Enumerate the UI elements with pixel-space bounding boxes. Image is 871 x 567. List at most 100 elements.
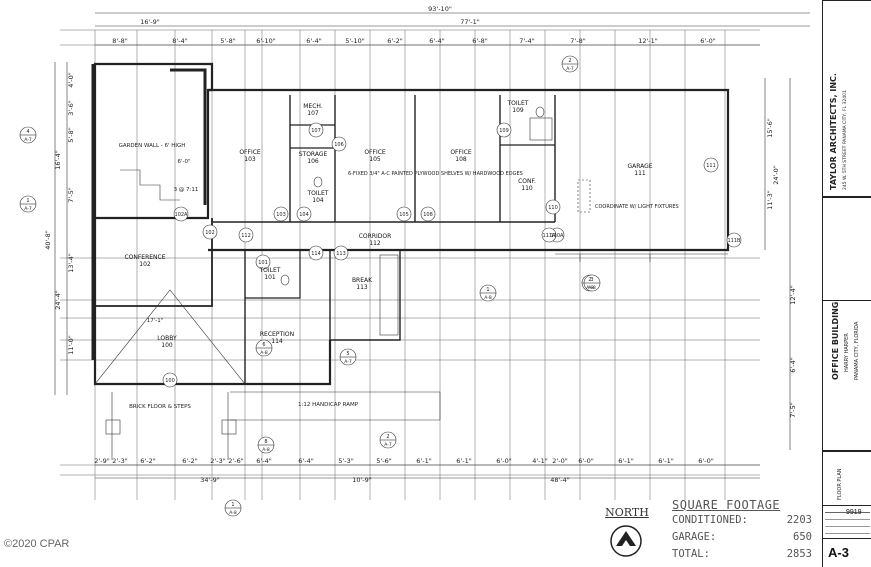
door-tag-number: 102A — [175, 212, 189, 218]
room-name-label: GARAGE — [627, 163, 652, 170]
stair-steps — [120, 169, 180, 201]
toilet-fixture-icon — [280, 274, 290, 286]
section-mark-sheet: A-8 — [229, 510, 237, 516]
dim-right-run: 77'-1" — [460, 18, 480, 26]
section-mark-number: 3 — [590, 277, 593, 283]
square-footage-heading: SQUARE FOOTAGE — [672, 498, 781, 512]
dim-bottom-label: 2'-3" — [112, 457, 127, 465]
door-tag-number: 100 — [165, 378, 175, 384]
dim-left-label: 7'-5" — [67, 187, 75, 202]
door-tag-bubble — [541, 227, 557, 243]
job-number: 9919 — [846, 509, 862, 516]
room-number-label: 103 — [244, 156, 256, 163]
dim-left-label: 11'-0" — [67, 335, 75, 355]
project-title: OFFICE BUILDING — [831, 301, 840, 380]
dim-bottom-label: 6'-1" — [456, 457, 471, 465]
sqft-value: 2853 — [786, 548, 812, 560]
door-tag-bubble — [273, 206, 289, 222]
sqft-label: CONDITIONED: — [672, 514, 748, 526]
door-tag-number: 113 — [336, 251, 346, 257]
porch-column-left — [105, 419, 121, 435]
dim-right-label: 6'-4" — [789, 357, 797, 372]
dim-left-label: 5'-8" — [67, 127, 75, 142]
door-tag-bubble — [726, 232, 742, 248]
dim-top-label: 5'-8" — [220, 37, 235, 45]
door-tag-bubble — [308, 122, 324, 138]
porch-posts — [111, 392, 229, 460]
door-tag-number: 104 — [299, 212, 309, 218]
dim-bottom-label: 2'-0" — [552, 457, 567, 465]
dim-top-label: 5'-10" — [345, 37, 365, 45]
sqft-label: TOTAL: — [672, 548, 710, 560]
door-tag-bubble — [238, 227, 254, 243]
door-tag-number: 114 — [311, 251, 321, 257]
door-tag-number: 110 — [548, 205, 558, 211]
door-tag-bubble — [255, 254, 271, 270]
door-tag-number: 103 — [276, 212, 286, 218]
toilet-fixture-icon — [535, 106, 545, 118]
dim-left-label: 4'-0" — [67, 72, 75, 87]
door-tag-number: 107 — [311, 128, 321, 134]
dim-top-label: 7'-8" — [570, 37, 585, 45]
door-tag-bubble — [545, 199, 561, 215]
section-mark-number: 8 — [264, 439, 267, 445]
door-tag-number: 112 — [241, 233, 251, 239]
section-mark-sheet: A-8 — [586, 285, 594, 291]
room-number-label: 104 — [312, 197, 324, 204]
door-tag-bubble — [703, 157, 719, 173]
dim-right-label: 7'-5" — [789, 402, 797, 417]
dim-top-label: 8'-8" — [112, 37, 127, 45]
section-mark-number: 5 — [346, 351, 349, 357]
door-tag-number: 109 — [499, 128, 509, 134]
door-tag-number: 108 — [423, 212, 433, 218]
fixtures-and-symbols — [19, 55, 742, 517]
dim-bottom-right: 48'-4" — [550, 476, 570, 484]
sqft-row-total: TOTAL: 2853 — [672, 548, 812, 565]
copyright-notice: ©2020 CPAR — [4, 538, 70, 550]
walls — [91, 62, 730, 386]
grid-lines — [60, 29, 760, 500]
room-name-label: CORRIDOR — [359, 233, 392, 240]
room-number-label: 111 — [634, 170, 646, 177]
building-outer-left — [93, 218, 332, 386]
dim-top-label: 6'-8" — [472, 37, 487, 45]
dim-top-label: 6'-4" — [429, 37, 444, 45]
room-name-label: RECEPTION — [260, 331, 294, 338]
project-location: PANAMA CITY, FLORIDA — [854, 321, 860, 380]
dim-bottom-mid: 10'-9" — [352, 476, 372, 484]
note-brick-floor: BRICK FLOOR & STEPS — [129, 404, 191, 410]
dim-left-label: 24'-4" — [54, 290, 62, 310]
handicap-ramp-outline — [230, 391, 441, 421]
dim-top-label: 6'-2" — [387, 37, 402, 45]
room-name-label: TOILET — [507, 100, 529, 107]
section-mark-sheet: A-7 — [24, 206, 32, 212]
dim-bottom-label: 6'-4" — [256, 457, 271, 465]
section-mark-sheet: A-7 — [344, 359, 352, 365]
room-number-label: 110 — [521, 185, 533, 192]
section-mark-number: 1 — [486, 287, 489, 293]
firm-address: 245 W. 5TH STREET PANAMA CITY, FL 32401 — [843, 90, 848, 190]
sheet-number: A-3 — [828, 545, 849, 560]
room-number-label: 108 — [455, 156, 467, 163]
dim-bottom-label: 4'-1" — [532, 457, 547, 465]
room-name-label: OFFICE — [239, 149, 261, 156]
room-number-label: 106 — [307, 158, 319, 165]
dim-right-label: 11'-3" — [766, 190, 774, 210]
room-name-label: CONFERENCE — [124, 254, 165, 261]
section-mark-sheet: A-7 — [24, 137, 32, 143]
note-coordinate: COORDINATE W/ LIGHT FIXTURES — [595, 204, 679, 210]
dim-bottom-label: 2'-9" — [94, 457, 109, 465]
section-mark-sheet: A-7 — [384, 442, 392, 448]
door-tag-bubble — [173, 206, 189, 222]
title-block: TAYLOR ARCHITECTS, INC. 245 W. 5TH STREE… — [822, 0, 871, 567]
dim-bottom-label: 5'-6" — [376, 457, 391, 465]
door-tag-number: 102 — [205, 230, 215, 236]
door-tag-bubble — [420, 206, 436, 222]
door-tag-number: 106 — [334, 142, 344, 148]
section-mark-number: 1 — [26, 198, 29, 204]
door-tag-number: 110A — [551, 233, 565, 239]
door-tag-number: 111B — [728, 238, 742, 244]
note-garden-wall: GARDEN WALL - 6' HIGH — [119, 143, 186, 149]
dim-left-label: 13'-4" — [67, 253, 75, 273]
room-number-label: 101 — [264, 274, 276, 281]
